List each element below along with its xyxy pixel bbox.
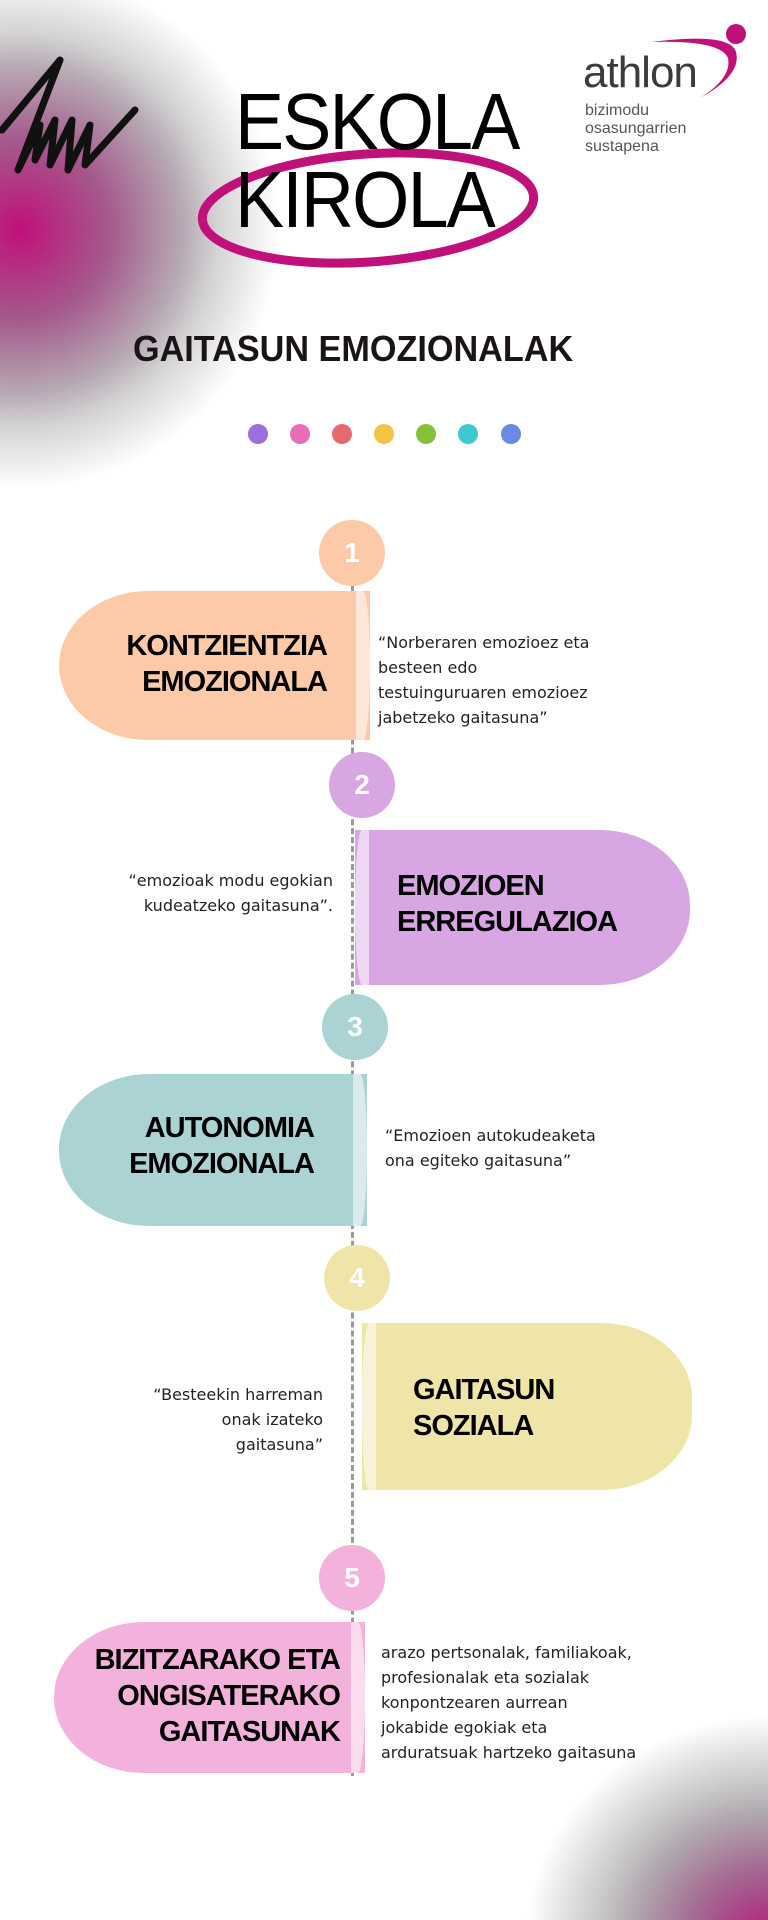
step-description: “Emozioen autokudeaketa ona egiteko gaita… — [385, 1123, 596, 1173]
step-pill — [54, 1622, 365, 1773]
pill-edge — [362, 1323, 376, 1490]
tagline-line: sustapena — [585, 138, 659, 155]
description-line: arazo pertsonalak, familiakoak, — [381, 1643, 632, 1662]
color-dot — [374, 424, 394, 444]
step-title-line: EMOZIONALA — [142, 666, 328, 698]
description-line: “Norberaren emozioez eta — [378, 633, 590, 652]
description-line: testuinguruaren emozioez — [378, 683, 588, 702]
page-heading: GAITASUN EMOZIONALAK — [133, 328, 574, 369]
description-line: ona egiteko gaitasuna” — [385, 1151, 572, 1170]
step-title-line: ERREGULAZIOA — [397, 906, 618, 938]
color-dot — [458, 424, 478, 444]
step-number-badge: 3 — [322, 994, 388, 1060]
step-number-badge: 5 — [319, 1545, 385, 1611]
color-dot — [290, 424, 310, 444]
step-title-line: SOZIALA — [413, 1410, 534, 1442]
tagline-line: osasungarrien — [585, 120, 687, 137]
step-title: GAITASUN SOZIALA — [413, 1372, 555, 1444]
description-line: gaitasuna” — [235, 1435, 323, 1454]
description-line: besteen edo — [378, 658, 478, 677]
pill-edge — [355, 830, 369, 985]
step-title: BIZITZARAKO ETA ONGISATERAKO GAITASUNAK — [94, 1642, 341, 1750]
description-line: “Besteekin harreman — [153, 1385, 323, 1404]
step-description: “Norberaren emozioez eta besteen edo testu… — [378, 630, 589, 730]
step-pill — [59, 1074, 367, 1226]
step-number-badge: 1 — [319, 520, 385, 586]
tagline-line: bizimodu — [585, 102, 650, 119]
step-title: AUTONOMIA EMOZIONALA — [129, 1110, 315, 1182]
step-title-line: EMOZIONALA — [129, 1148, 315, 1180]
description-line: jabetzeko gaitasuna” — [378, 708, 548, 727]
athlon-tagline: bizimodu osasungarrien sustapena — [585, 102, 686, 156]
step-pill — [355, 830, 690, 985]
step-number-badge: 2 — [329, 752, 395, 818]
description-line: “Emozioen autokudeaketa — [385, 1126, 596, 1145]
step-number-badge: 4 — [324, 1245, 390, 1311]
highlight-ellipse-icon — [197, 148, 539, 268]
color-dot — [332, 424, 352, 444]
description-line: jokabide egokiak eta — [381, 1718, 548, 1737]
athlon-wordmark: athlon — [583, 48, 698, 97]
pill-edge — [356, 591, 370, 740]
color-dot — [416, 424, 436, 444]
pill-edge — [351, 1622, 365, 1773]
description-line: onak izateko — [221, 1410, 323, 1429]
step-title-line: ONGISATERAKO — [117, 1680, 341, 1712]
title-line2: KIROLA — [235, 155, 496, 244]
description-line: profesionalak eta sozialak — [381, 1668, 590, 1687]
color-dot — [248, 424, 268, 444]
step-title-line: EMOZIOEN — [397, 870, 545, 902]
step-description: arazo pertsonalak, familiakoak, profesion… — [381, 1640, 636, 1765]
step-title: EMOZIOEN ERREGULAZIOA — [397, 868, 618, 940]
step-title-line: KONTZIENTZIA — [126, 630, 328, 662]
step-title-line: AUTONOMIA — [144, 1112, 315, 1144]
step-title-line: GAITASUNAK — [158, 1716, 341, 1748]
description-line: konpontzearen aurrean — [381, 1693, 568, 1712]
step-description: “Besteekin harreman onak izateko gaitasuna… — [153, 1382, 323, 1457]
scribble-icon — [0, 56, 139, 174]
step-title: KONTZIENTZIA EMOZIONALA — [126, 628, 328, 700]
description-line: “emozioak modu egokian — [128, 871, 334, 890]
step-pill — [59, 591, 370, 740]
athlon-logo: athlon bizimodu osasungarrien sustapena — [580, 20, 760, 155]
step-title-line: GAITASUN — [413, 1374, 555, 1406]
color-dot — [501, 424, 521, 444]
athlon-swoosh-icon — [652, 24, 746, 98]
step-pill — [362, 1323, 692, 1490]
title-line1: ESKOLA — [235, 77, 520, 166]
step-title-line: BIZITZARAKO ETA — [94, 1644, 341, 1676]
pill-edge — [353, 1074, 367, 1226]
description-line: arduratsuak hartzeko gaitasuna — [381, 1743, 637, 1762]
step-description: “emozioak modu egokian kudeatzeko gaitasu… — [129, 868, 334, 918]
description-line: kudeatzeko gaitasuna”. — [143, 896, 333, 915]
